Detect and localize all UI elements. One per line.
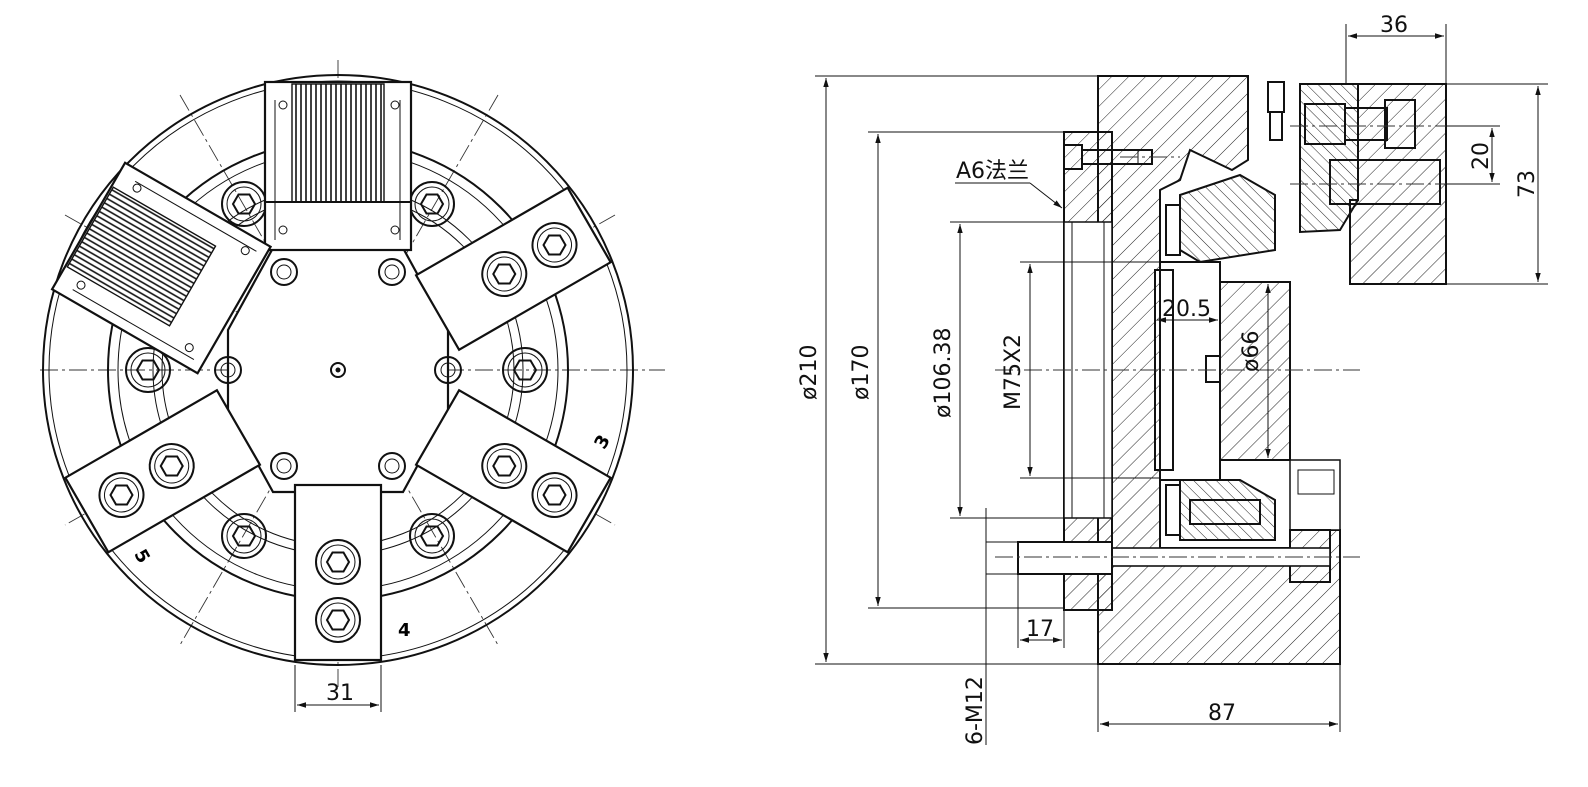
- mount-hole-3: [409, 513, 455, 559]
- dim-jaw-width: 31: [294, 665, 382, 712]
- jaw-bottom: [293, 483, 383, 662]
- dim-height: 73: [1515, 170, 1540, 198]
- jaw-number-3: 3: [590, 431, 614, 452]
- jaw-upper-right: [414, 186, 613, 352]
- svg-text:31: 31: [326, 681, 354, 706]
- dim-length: 87: [1208, 701, 1236, 726]
- jaw-lower-right: [414, 388, 613, 554]
- dim-thread: M75X2: [1001, 334, 1026, 410]
- jaw-number-5: 5: [129, 546, 153, 567]
- side-view: ø210 ø170 ø106.38 M75X2 ø66 20.5 36 20 7…: [797, 13, 1548, 745]
- dim-d106: ø106.38: [931, 328, 956, 418]
- dim-top-width: 36: [1380, 13, 1408, 38]
- dim-bore-depth: 20.5: [1162, 297, 1211, 322]
- dim-d170: ø170: [849, 345, 874, 400]
- jaw-number-4: 4: [398, 620, 411, 641]
- dim-d210: ø210: [797, 345, 822, 400]
- jaw-upper-left: [50, 161, 273, 375]
- dim-bolts: 6-M12: [963, 676, 988, 745]
- mount-hole-4: [221, 513, 267, 559]
- chuck-outer-circle: [42, 74, 634, 666]
- front-view: 3 4 5 31: [40, 60, 665, 712]
- mount-hole-6: [221, 181, 267, 227]
- flange-label: A6法兰: [956, 159, 1029, 184]
- jaw-lower-left: [63, 388, 262, 554]
- dim-flange-thick: 17: [1026, 617, 1054, 642]
- mount-hole-1: [409, 181, 455, 227]
- dim-bore: ø66: [1239, 331, 1264, 372]
- jaw-top: [263, 80, 413, 252]
- dim-step: 20: [1469, 142, 1494, 170]
